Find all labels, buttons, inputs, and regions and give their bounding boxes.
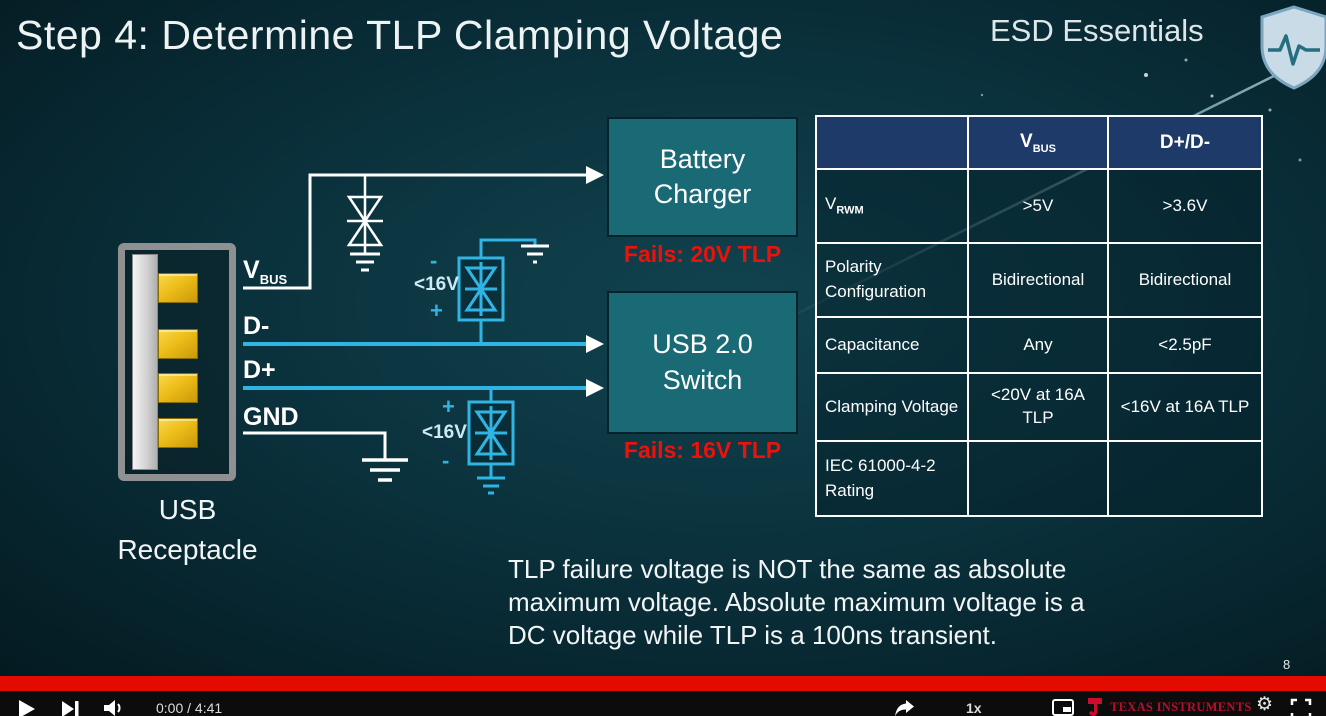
usb-switch-line2: Switch (662, 364, 743, 395)
cell-clamping-dpdm: <16V at 16A TLP (1107, 372, 1263, 442)
upper-tvs-voltage-limit: <16V (414, 274, 459, 295)
vbus-tvs-diode-icon (346, 175, 384, 254)
usb-switch-line1: USB 2.0 (652, 329, 753, 360)
play-icon (19, 700, 35, 716)
gnd-label: GND (243, 403, 299, 431)
table-row: Capacitance Any <2.5pF (815, 316, 1263, 374)
upper-tvs-plus-sign: + (430, 298, 443, 323)
dplus-label: D+ (243, 356, 276, 384)
row-label-clamping: Clamping Voltage (815, 372, 969, 442)
cell-polarity-vbus: Bidirectional (967, 242, 1109, 318)
slide-note-line2: maximum voltage. Absolute maximum voltag… (508, 587, 1085, 617)
usb-receptacle-caption-line1: USB (158, 494, 217, 525)
dplus-arrow (586, 379, 604, 397)
usb-pin-dplus (158, 373, 198, 403)
spec-header-dpdm: D+/D- (1107, 115, 1263, 170)
miniplayer-button[interactable] (1052, 699, 1074, 716)
battery-charger-line2: Charger (653, 179, 752, 209)
dplus-tvs-ground-icon (477, 476, 505, 495)
cell-iec-dpdm (1107, 440, 1263, 517)
slide-page-number: 8 (1283, 657, 1291, 672)
row-label-iec: IEC 61000-4-2 Rating (815, 440, 969, 517)
lower-tvs-voltage-limit: <16V (422, 422, 467, 443)
cell-vrwm-dpdm: >3.6V (1107, 168, 1263, 244)
gnd-ground-icon (362, 458, 408, 482)
vbus-ground-icon (350, 252, 380, 272)
usb-switch-block: USB 2.0 Switch (607, 291, 798, 434)
usb-switch-fail-note: Fails: 16V TLP (623, 437, 782, 463)
dplus-tvs-diode-icon (467, 388, 515, 478)
cell-iec-vbus (967, 440, 1109, 517)
miniplayer-icon (1052, 699, 1074, 716)
cell-polarity-dpdm: Bidirectional (1107, 242, 1263, 318)
dminus-tvs-diode-icon (457, 238, 537, 344)
cell-capacitance-dpdm: <2.5pF (1107, 316, 1263, 374)
cell-clamping-vbus: <20V at 16A TLP (967, 372, 1109, 442)
table-row: Clamping Voltage <20V at 16A TLP <16V at… (815, 372, 1263, 442)
share-icon (895, 700, 914, 716)
usb-receptacle-tongue (132, 254, 158, 470)
usb-pin-vbus (158, 273, 198, 303)
player-controls-bar: 0:00 / 4:41 1x TEXAS INSTRUMENTS ⚙ (0, 691, 1326, 716)
table-row: Polarity Configuration Bidirectional Bid… (815, 242, 1263, 318)
lower-tvs-plus-sign: + (442, 394, 455, 419)
fullscreen-icon (1290, 698, 1312, 716)
slide-note-line3: DC voltage while TLP is a 100ns transien… (508, 620, 997, 650)
play-button[interactable] (16, 698, 38, 716)
vbus-wire (243, 173, 586, 290)
upper-tvs-minus-sign: - (430, 248, 438, 273)
slide: Step 4: Determine TLP Clamping Voltage E… (0, 0, 1326, 676)
table-row: VRWM >5V >3.6V (815, 168, 1263, 244)
vbus-arrow (586, 166, 604, 184)
row-label-capacitance: Capacitance (815, 316, 969, 374)
slide-note: TLP failure voltage is NOT the same as a… (508, 553, 1085, 652)
ti-logo-icon (1086, 697, 1104, 716)
fullscreen-button[interactable] (1290, 698, 1312, 716)
row-label-vrwm: VRWM (815, 168, 969, 244)
time-display: 0:00 / 4:41 (156, 700, 223, 716)
next-icon (62, 701, 79, 716)
table-row: IEC 61000-4-2 Rating (815, 440, 1263, 517)
settings-gear-icon[interactable]: ⚙ (1256, 694, 1274, 715)
slide-note-line1: TLP failure voltage is NOT the same as a… (508, 554, 1067, 584)
dminus-label: D- (243, 312, 270, 340)
next-button[interactable] (60, 699, 80, 716)
playback-speed-button[interactable]: 1x (966, 700, 982, 716)
slide-title: Step 4: Determine TLP Clamping Voltage (16, 12, 784, 58)
share-button[interactable] (893, 699, 915, 716)
spec-table: VBUS D+/D- VRWM >5V >3.6V Polarity Confi… (815, 115, 1263, 517)
usb-pin-dminus (158, 329, 198, 359)
circuit-diagram (243, 48, 1326, 495)
battery-charger-fail-note: Fails: 20V TLP (623, 241, 782, 267)
lower-tvs-minus-sign: - (442, 448, 450, 473)
volume-button[interactable] (102, 698, 126, 716)
spec-header-vbus: VBUS (967, 115, 1109, 170)
cell-vrwm-vbus: >5V (967, 168, 1109, 244)
spec-table-header-row: VBUS D+/D- (815, 115, 1263, 170)
ti-brand-text: TEXAS INSTRUMENTS (1110, 700, 1252, 714)
esd-shield-logo-icon (1258, 4, 1326, 95)
usb-receptacle-caption-line2: Receptacle (117, 534, 258, 565)
volume-icon (104, 700, 121, 716)
video-progress-bar[interactable] (0, 676, 1326, 691)
usb-receptacle-caption: USB Receptacle (95, 490, 280, 570)
usb-pin-gnd (158, 418, 198, 448)
dminus-tvs-ground-icon (521, 244, 549, 264)
cell-capacitance-vbus: Any (967, 316, 1109, 374)
vbus-label: VBUS (243, 256, 288, 287)
dminus-arrow (586, 335, 604, 353)
battery-charger-line1: Battery (659, 143, 746, 174)
row-label-polarity: Polarity Configuration (815, 242, 969, 318)
battery-charger-block: Battery Charger (607, 117, 798, 237)
spec-header-blank (815, 115, 969, 170)
brand-title: ESD Essentials (990, 13, 1204, 48)
gnd-wire (243, 431, 387, 460)
